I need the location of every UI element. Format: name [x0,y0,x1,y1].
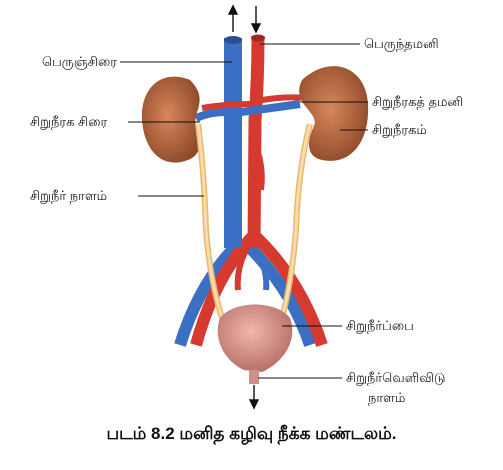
label-inferior-vena-cava: பெருஞ்சிரை [42,54,118,69]
label-urethra-line2: நாளம் [368,390,406,405]
label-renal-artery: சிறுநீரகத் தமனி [372,94,463,109]
outflow-arrow [248,385,260,410]
aorta-top-opening [251,34,265,42]
label-ureter: சிறுநீர் நாளம் [30,188,108,203]
leader-lines [120,43,368,379]
figure-caption: படம் 8.2 மனித கழிவு நீக்க மண்டலம். [106,424,397,443]
ureters-highlight [196,123,312,319]
label-aorta: பெருந்தமனி [364,36,439,51]
urinary-bladder [217,304,293,372]
label-kidney: சிறுநீரகம் [372,122,427,137]
label-urethra-line1: சிறுநீர்வெளிவிடு [346,370,446,385]
flow-arrows-top [227,4,262,34]
label-renal-vein: சிறுநீரக சிரை [30,114,108,129]
aorta-vessel [247,35,265,249]
vena-cava-top-opening [224,36,242,44]
urethra [249,370,259,384]
left-kidney [141,76,200,163]
right-kidney [299,66,369,161]
iliac-vessels [174,230,328,347]
label-bladder: சிறுநீர்ப்பை [346,318,414,333]
